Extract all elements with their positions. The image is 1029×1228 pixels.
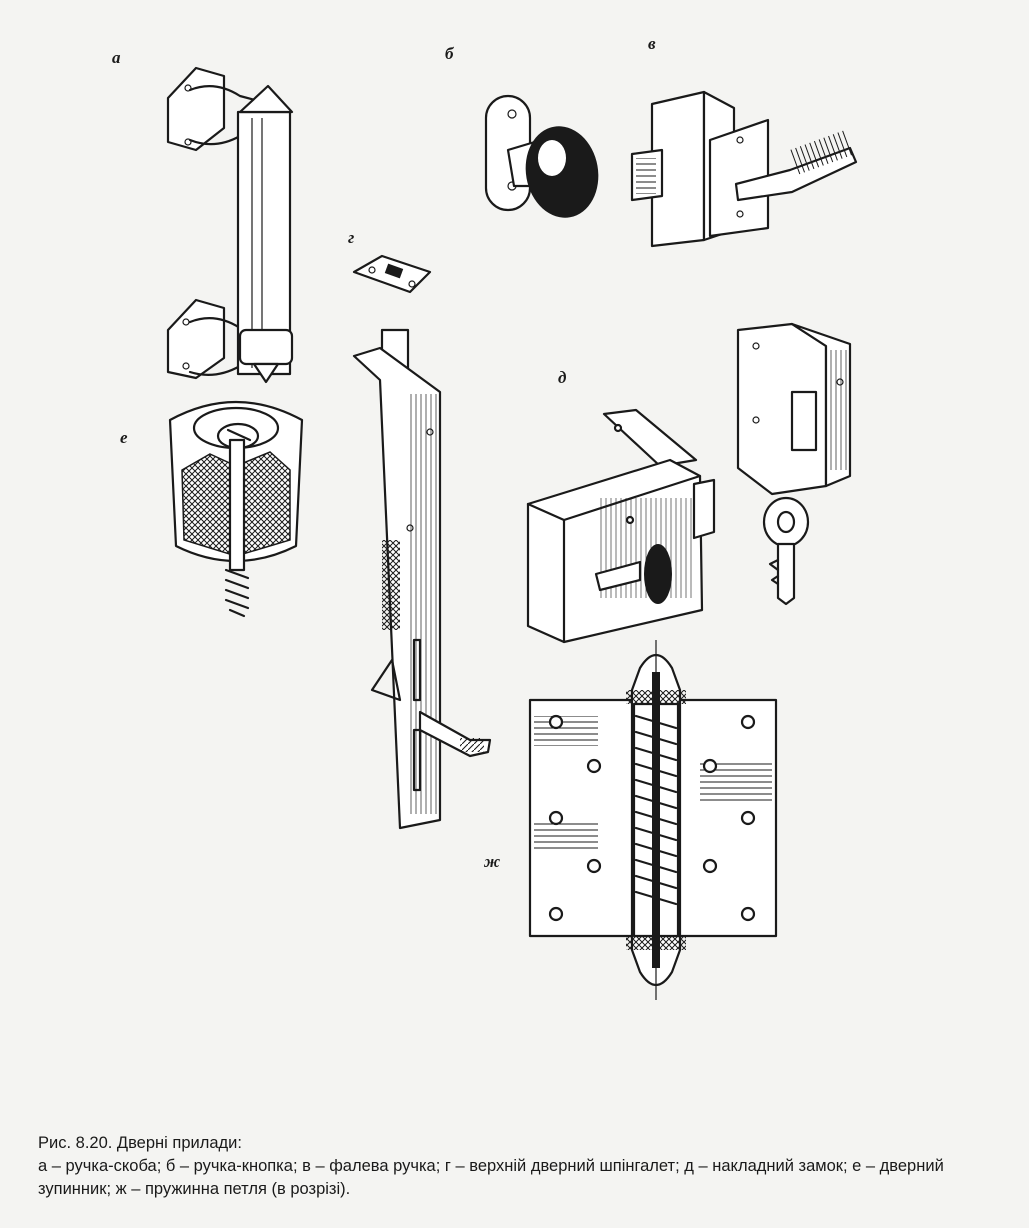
label-a: а	[112, 48, 121, 67]
door-bolt-drawing	[352, 328, 492, 830]
knob-handle-drawing	[484, 94, 599, 218]
bolt-strike-plate-drawing	[352, 254, 432, 294]
surface-lock-drawing	[526, 408, 716, 644]
lever-handle-drawing	[630, 90, 858, 248]
caption-title: Рис. 8.20. Дверні прилади:	[38, 1134, 242, 1152]
label-d: д	[558, 368, 567, 387]
caption-text: а – ручка-скоба; б – ручка-кнопка; в – ф…	[38, 1157, 944, 1198]
door-stop-drawing	[168, 401, 304, 618]
figure-caption: Рис. 8.20. Дверні прилади: а – ручка-ско…	[38, 1132, 1018, 1201]
handle-bracket-drawing	[166, 66, 294, 384]
door-hardware-figure	[166, 66, 858, 1000]
label-g: г	[348, 228, 355, 247]
key-drawing	[762, 496, 810, 606]
lock-strike-box-drawing	[736, 322, 852, 496]
label-b: б	[445, 44, 454, 63]
label-e: е	[120, 428, 128, 447]
label-zh: ж	[484, 852, 501, 871]
spring-hinge-drawing	[528, 640, 778, 1000]
label-v: в	[648, 34, 656, 53]
